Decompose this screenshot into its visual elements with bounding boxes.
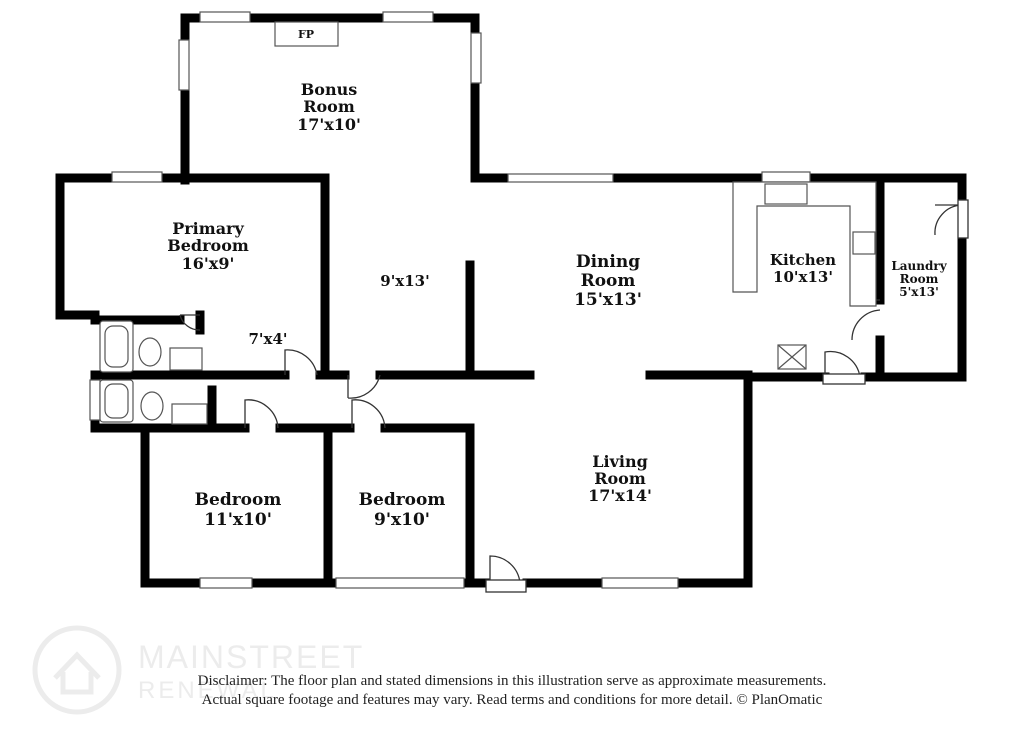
watermark: MAINSTREET RENEWAL [30, 620, 390, 724]
watermark-line2: RENEWAL [138, 677, 277, 704]
kitchen-size: 10'x13' [773, 268, 833, 286]
walls [55, 13, 967, 588]
fixtures [99, 21, 877, 425]
hall-room-size: 9'x13' [380, 272, 429, 290]
kitchen-name: Kitchen [770, 251, 836, 269]
living-room-size: 17'x14' [588, 486, 652, 505]
dining-room-name: Dining [576, 252, 640, 272]
fireplace-label: FP [298, 28, 314, 41]
bedroom-2-size: 11'x10' [204, 510, 272, 530]
living-room-name2: Room [594, 469, 646, 488]
laundry-room-size: 5'x13' [899, 285, 939, 299]
laundry-room-name2: Room [900, 272, 939, 286]
dining-room-name2: Room [581, 271, 636, 291]
bedroom-2-name: Bedroom [195, 490, 282, 510]
house-logo-icon [32, 625, 122, 715]
primary-bedroom-name: Primary [172, 219, 244, 238]
bedroom-3-size: 9'x10' [374, 510, 430, 530]
fireplace [274, 21, 339, 47]
windows [89, 11, 811, 589]
bonus-room-name: Bonus [301, 80, 357, 99]
disclaimer-line2: Actual square footage and features may v… [201, 692, 823, 708]
bedroom-3-name: Bedroom [359, 490, 446, 510]
primary-bedroom-name2: Bedroom [167, 236, 249, 255]
disclaimer-line1: Disclaimer: The floor plan and stated di… [197, 673, 827, 689]
closet-size: 7'x4' [248, 330, 287, 348]
laundry-room-name: Laundry [891, 259, 947, 273]
bonus-room-name2: Room [303, 97, 355, 116]
living-room-name: Living [592, 452, 648, 471]
primary-bedroom-size: 16'x9' [182, 254, 235, 273]
watermark-line1: MAINSTREET [138, 639, 364, 675]
bonus-room-size: 17'x10' [297, 115, 361, 134]
dining-room-size: 15'x13' [574, 290, 642, 310]
room-labels: FP Bonus Room 17'x10' Primary Bedroom 16… [167, 28, 947, 530]
